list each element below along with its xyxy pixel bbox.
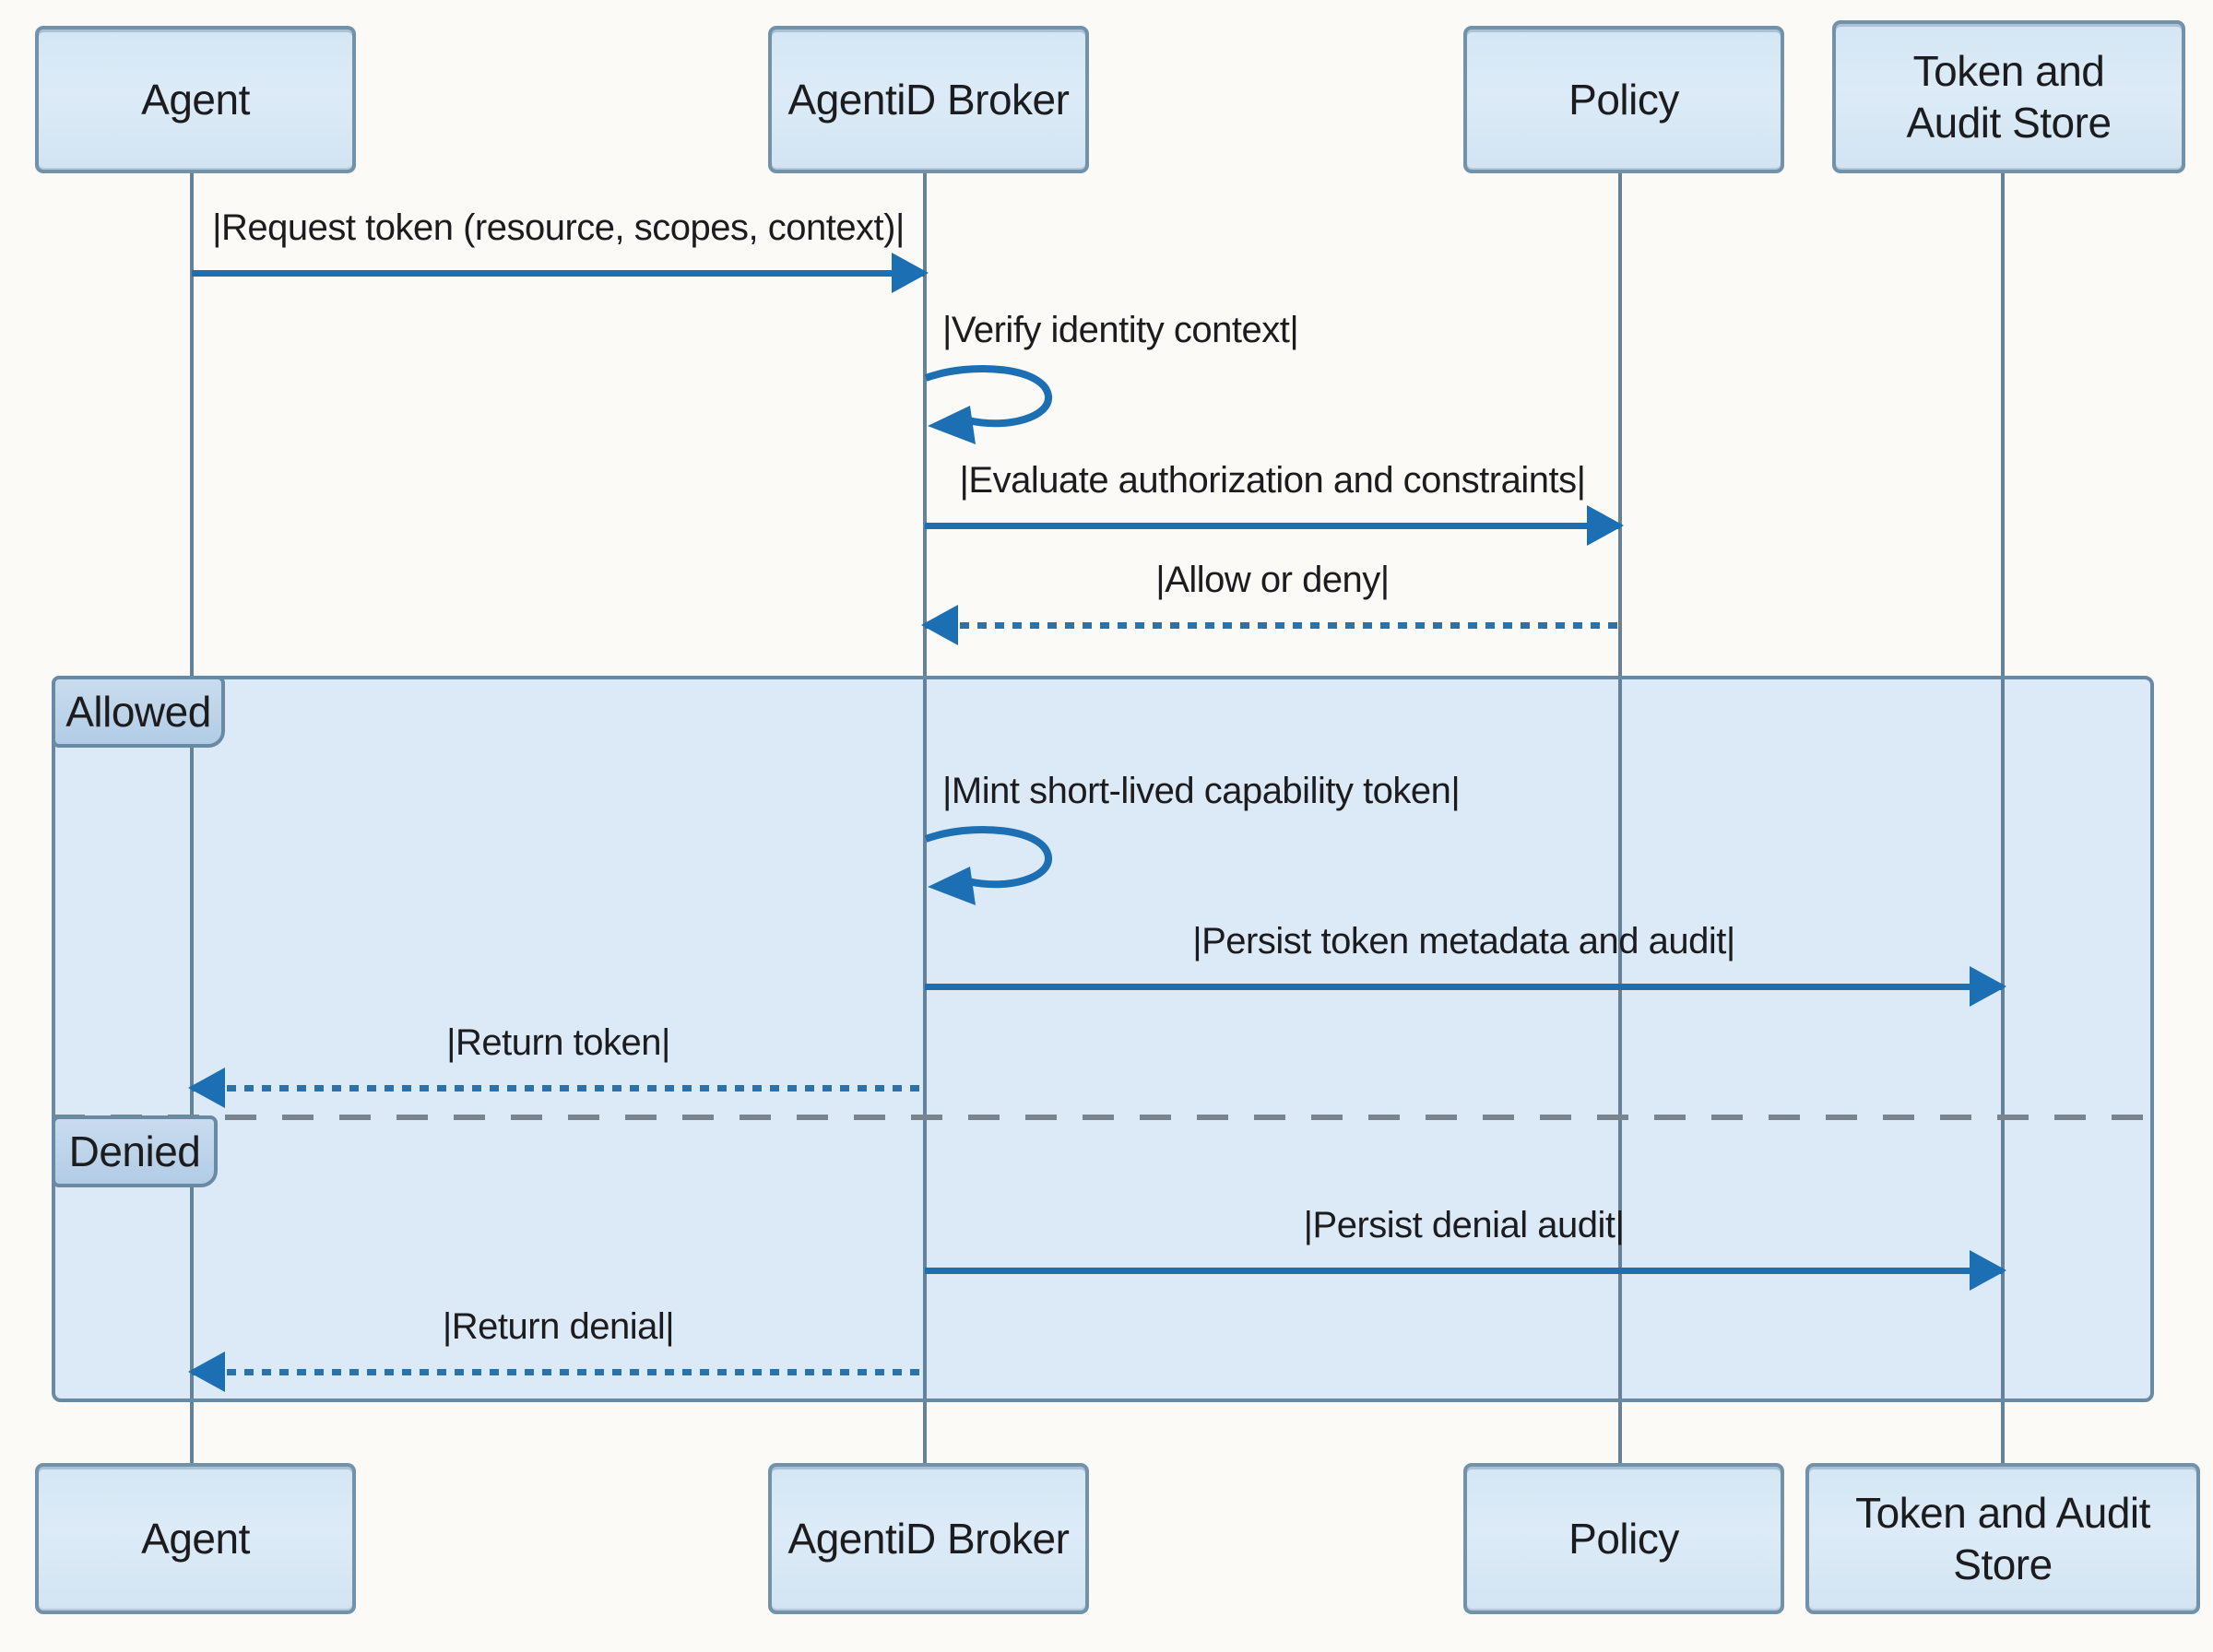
message-request-token-label: |Request token (resource, scopes, contex…: [212, 207, 905, 248]
participant-policy-top: Policy: [1463, 26, 1784, 173]
arrowhead-right-icon: [892, 253, 929, 293]
participant-policy-label: Policy: [1568, 75, 1679, 124]
lifeline-broker: [923, 166, 927, 1464]
participant-broker-label: AgentiD Broker: [787, 1514, 1070, 1563]
arrowhead-left-icon: [188, 1068, 225, 1108]
message-verify-identity-label: |Verify identity context|: [942, 310, 1299, 350]
self-loop-icon: [924, 364, 1052, 444]
participant-policy-bottom: Policy: [1463, 1463, 1784, 1614]
message-request-token: |Request token (resource, scopes, contex…: [192, 207, 929, 293]
message-allow-or-deny-label: |Allow or deny|: [1155, 560, 1390, 600]
message-evaluate-authorization: |Evaluate authorization and constraints|: [925, 460, 1624, 546]
participant-agent-label: Agent: [141, 75, 250, 124]
participant-store-bottom: Token and Audit Store: [1805, 1463, 2200, 1614]
lifeline-store: [2001, 166, 2005, 1464]
message-return-token-label: |Return token|: [446, 1022, 670, 1063]
participant-broker-top: AgentiD Broker: [768, 26, 1089, 173]
message-evaluate-authorization-line: [925, 523, 1620, 529]
message-return-token: |Return token|: [188, 1022, 925, 1108]
self-loop-icon: [924, 825, 1052, 905]
message-allow-or-deny: |Allow or deny|: [921, 560, 1620, 645]
message-persist-denial-audit-label: |Persist denial audit|: [1303, 1205, 1625, 1245]
lifeline-policy: [1618, 166, 1622, 1464]
participant-agent-top: Agent: [35, 26, 356, 173]
message-mint-token-label: |Mint short-lived capability token|: [942, 771, 1461, 811]
participant-agent-bottom: Agent: [35, 1463, 356, 1614]
alt-else-divider: [53, 1115, 2152, 1120]
arrowhead-right-icon: [1970, 1250, 2006, 1291]
message-request-token-line: [192, 270, 925, 277]
message-persist-denial-audit-line: [925, 1268, 2003, 1274]
alt-label-denied: Denied: [52, 1115, 218, 1187]
participant-broker-label: AgentiD Broker: [787, 75, 1070, 124]
participant-store-top: Token and Audit Store: [1832, 20, 2185, 173]
arrowhead-right-icon: [1970, 966, 2006, 1007]
message-return-token-line: [192, 1085, 925, 1092]
alt-label-allowed: Allowed: [52, 676, 225, 748]
alt-fragment-background: [52, 676, 2154, 1402]
message-persist-denial-audit: |Persist denial audit|: [925, 1205, 2006, 1291]
participant-store-label: Token and Audit Store: [1855, 1488, 2150, 1588]
message-return-denial-label: |Return denial|: [442, 1306, 675, 1347]
arrowhead-left-icon: [921, 605, 958, 645]
message-persist-token-metadata-line: [925, 984, 2003, 990]
alt-label-denied-text: Denied: [68, 1127, 201, 1175]
lifeline-agent: [190, 166, 194, 1464]
arrowhead-right-icon: [1587, 505, 1624, 546]
arrowhead-left-icon: [188, 1351, 225, 1392]
participant-policy-label: Policy: [1568, 1514, 1679, 1563]
message-return-denial-line: [192, 1369, 925, 1375]
participant-broker-bottom: AgentiD Broker: [768, 1463, 1089, 1614]
message-persist-token-metadata: |Persist token metadata and audit|: [925, 921, 2006, 1007]
message-allow-or-deny-line: [925, 622, 1620, 629]
message-evaluate-authorization-label: |Evaluate authorization and constraints|: [959, 460, 1586, 501]
participant-agent-label: Agent: [141, 1514, 250, 1563]
message-return-denial: |Return denial|: [188, 1306, 925, 1392]
message-persist-token-metadata-label: |Persist token metadata and audit|: [1192, 921, 1735, 962]
participant-store-label: Token and Audit Store: [1906, 46, 2112, 147]
alt-label-allowed-text: Allowed: [65, 688, 211, 736]
